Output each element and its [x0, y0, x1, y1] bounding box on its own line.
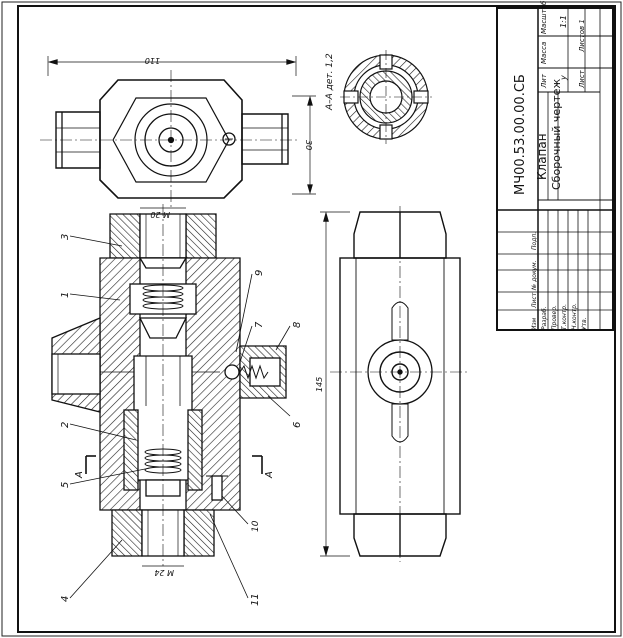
cut-mark-left: А [74, 471, 85, 479]
callout-labels: 3 1 2 5 4 9 7 8 6 10 11 [60, 234, 303, 606]
callout-4: 4 [60, 596, 71, 602]
thread-dims: М 20 М 24 [140, 207, 186, 577]
callout-6: 6 [292, 422, 303, 428]
top-view: 110 30 [40, 56, 316, 208]
cut-mark-right: А [264, 471, 275, 479]
row-utv: Утв. [581, 317, 588, 330]
drawing-number: МЧ00.53.00.00.СБ [513, 74, 528, 195]
dim-width: 110 [145, 56, 160, 65]
row-tkontr: Т.контр. [561, 304, 568, 330]
callout-1: 1 [60, 292, 71, 298]
section-label: А–А дет. 1,2 [325, 53, 335, 111]
callout-5: 5 [60, 482, 71, 488]
scale-value: 1:1 [559, 15, 568, 28]
row-izm: Изм [531, 317, 538, 330]
callouts [69, 235, 291, 599]
sheet-label: Лист [578, 69, 586, 89]
callout-7: 7 [254, 321, 265, 328]
row-doc: № докум. [531, 260, 538, 291]
dim-length: 145 [315, 377, 324, 392]
row-razrab: Разраб. [541, 306, 548, 330]
scale-header: Масштаб [540, 0, 548, 34]
drawing-frame [17, 5, 616, 633]
row-prov: Провер. [551, 305, 558, 330]
section-a-a: А–А дет. 1,2 [325, 50, 432, 144]
callout-9: 9 [254, 270, 265, 276]
lit-value: у [559, 75, 568, 81]
mass-header: Масса [540, 42, 548, 64]
row-nkontr: Н.контр. [571, 303, 578, 330]
drawing-name: Клапан [535, 133, 549, 180]
row-sign: Подп. [531, 232, 538, 250]
sheets-label: Листов 1 [578, 19, 586, 53]
dim-thread-top: М 20 [150, 210, 170, 219]
front-section [51, 204, 287, 566]
dim-thread-bottom: М 24 [154, 568, 174, 577]
cut-marks: А А [74, 455, 275, 479]
lit-header: Лит [540, 73, 548, 89]
drawing-type: Сборочный чертеж [550, 79, 563, 190]
title-block: МЧ00.53.00.00.СБ Клапан Сборочный чертеж… [496, 0, 614, 331]
dim-height: 30 [304, 140, 313, 150]
callout-10: 10 [251, 520, 261, 532]
callout-11: 11 [250, 593, 261, 606]
callout-8: 8 [292, 322, 303, 328]
side-view: 145 [315, 206, 470, 562]
callout-2: 2 [60, 422, 71, 428]
callout-3: 3 [60, 234, 71, 240]
row-list: Лист [531, 292, 538, 309]
